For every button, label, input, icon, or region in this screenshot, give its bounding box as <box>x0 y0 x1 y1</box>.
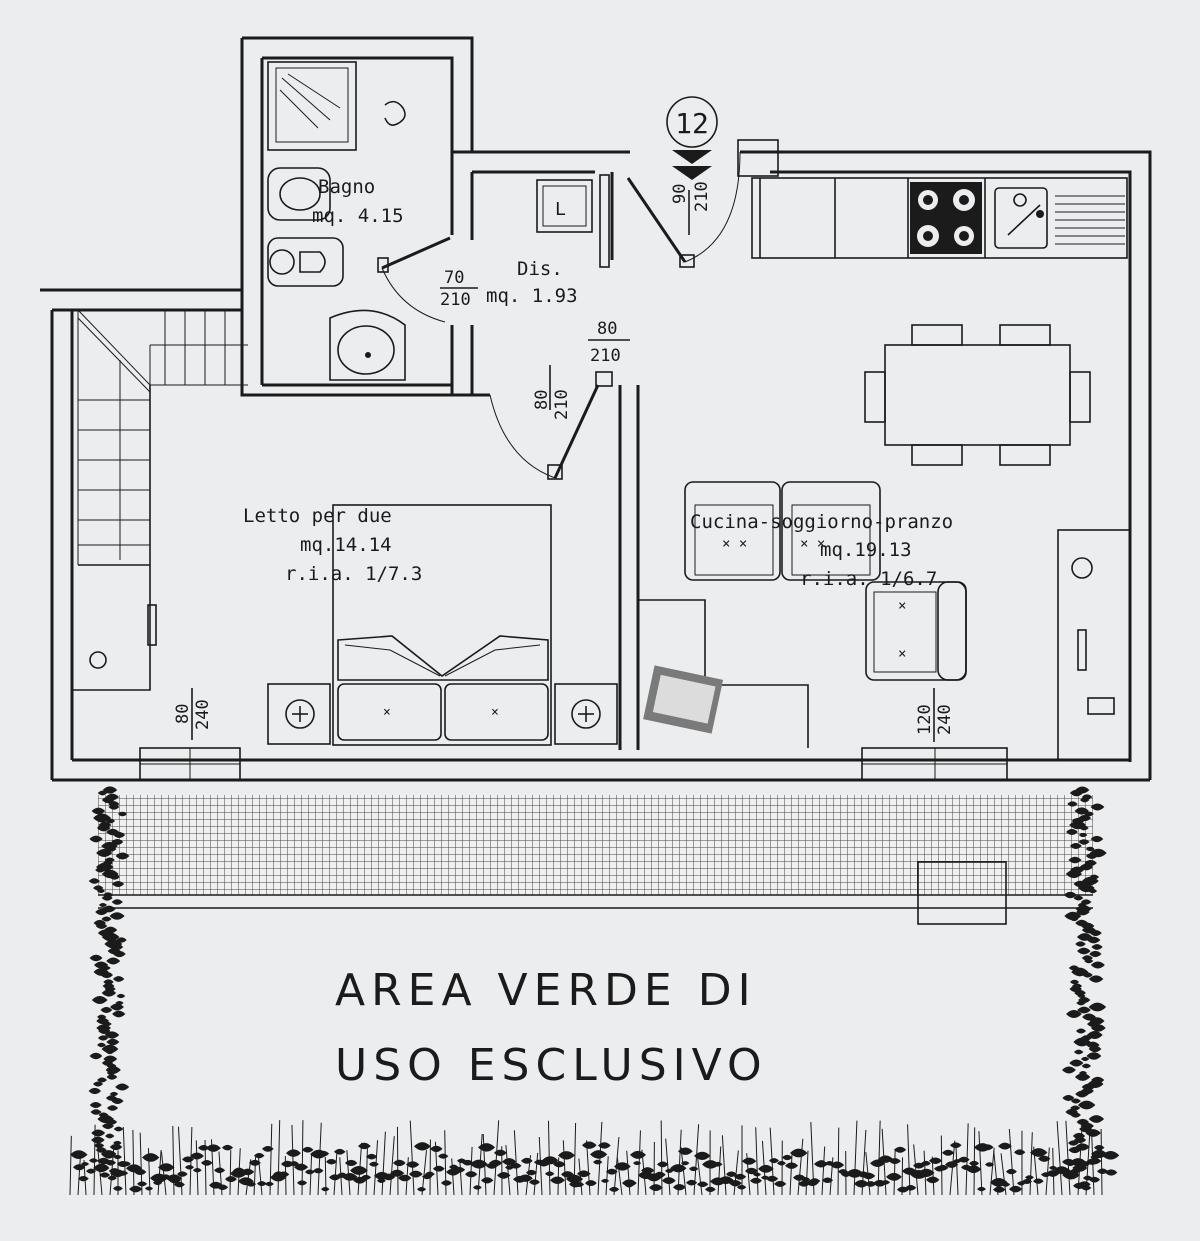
door-letto-height: 210 <box>552 389 572 420</box>
double-bed: × × <box>332 504 552 746</box>
room-name-dis: Dis. <box>517 258 563 280</box>
room-name-letto: Letto per due <box>243 505 392 527</box>
svg-text:×: × <box>898 598 906 614</box>
water-heater-icon <box>89 651 107 669</box>
unit-number-badge: 12 <box>666 96 718 180</box>
door-entrance-width: 90 <box>670 184 690 204</box>
garden-label-line2: USO ESCLUSIVO <box>335 1040 768 1091</box>
dining-table <box>864 324 1091 466</box>
bathroom-door[interactable] <box>377 236 451 323</box>
hedges <box>69 786 1120 1196</box>
closet-handle <box>147 604 157 646</box>
bathroom-fixtures <box>267 61 406 381</box>
armchair: × × <box>865 581 967 681</box>
room-name-cucina: Cucina-soggiorno-pranzo <box>690 511 953 533</box>
dis-sliding-door[interactable] <box>599 174 610 268</box>
room-area-cucina: mq.19.13 <box>820 539 912 561</box>
room-ratio-cucina: r.i.a. 1/6.7 <box>800 568 937 590</box>
shower-head-icon <box>384 100 406 126</box>
svg-text:×: × <box>898 646 906 662</box>
bidet-icon <box>267 167 331 221</box>
sofa: × × × × <box>684 481 881 581</box>
cooktop-icon <box>910 182 982 254</box>
room-name-bagno: Bagno <box>318 176 375 198</box>
room-area-letto: mq.14.14 <box>300 534 392 556</box>
room-ratio-letto: r.i.a. 1/7.3 <box>285 563 422 585</box>
door-dis-height: 210 <box>590 346 621 366</box>
sink-icon <box>329 309 406 381</box>
svg-text:× ×: × × <box>800 536 825 552</box>
svg-text:×: × <box>491 705 499 720</box>
garden-step <box>917 861 1007 925</box>
laundry-box <box>536 179 593 233</box>
window-cucina-width: 120 <box>915 704 935 735</box>
kitchen-counter <box>751 177 1128 259</box>
window-cucina-height: 240 <box>935 704 955 735</box>
terrace-paving <box>98 795 1093 895</box>
svg-text:× ×: × × <box>722 536 747 552</box>
door-letto-width: 80 <box>532 390 552 410</box>
interior-walls <box>72 168 809 750</box>
door-bagno-width: 70 <box>444 268 464 288</box>
bedroom-door[interactable] <box>489 371 613 480</box>
door-bagno-height: 210 <box>440 290 471 310</box>
staircase <box>77 309 248 565</box>
door-entrance-height: 210 <box>692 181 712 212</box>
nightstand-right <box>554 683 618 745</box>
window-letto-width: 80 <box>173 704 193 724</box>
kitchen-sink-icon <box>994 187 1125 249</box>
window-letto-height: 240 <box>193 699 213 730</box>
door-dis-width: 80 <box>597 319 617 339</box>
unit-number: 12 <box>675 107 709 140</box>
room-area-bagno: mq. 4.15 <box>312 205 404 227</box>
garden-label-line1: AREA VERDE DI <box>335 965 757 1016</box>
radiator-icon <box>643 665 724 734</box>
exterior-walls <box>40 36 1152 782</box>
fridge-column <box>1057 529 1131 761</box>
toilet-icon <box>267 237 344 287</box>
shower-tray-icon <box>267 61 357 151</box>
svg-text:×: × <box>383 705 391 720</box>
entrance-door[interactable] <box>626 139 779 268</box>
laundry-mark: L <box>555 199 566 220</box>
room-area-dis: mq. 1.93 <box>486 285 578 307</box>
nightstand-left <box>267 683 331 745</box>
